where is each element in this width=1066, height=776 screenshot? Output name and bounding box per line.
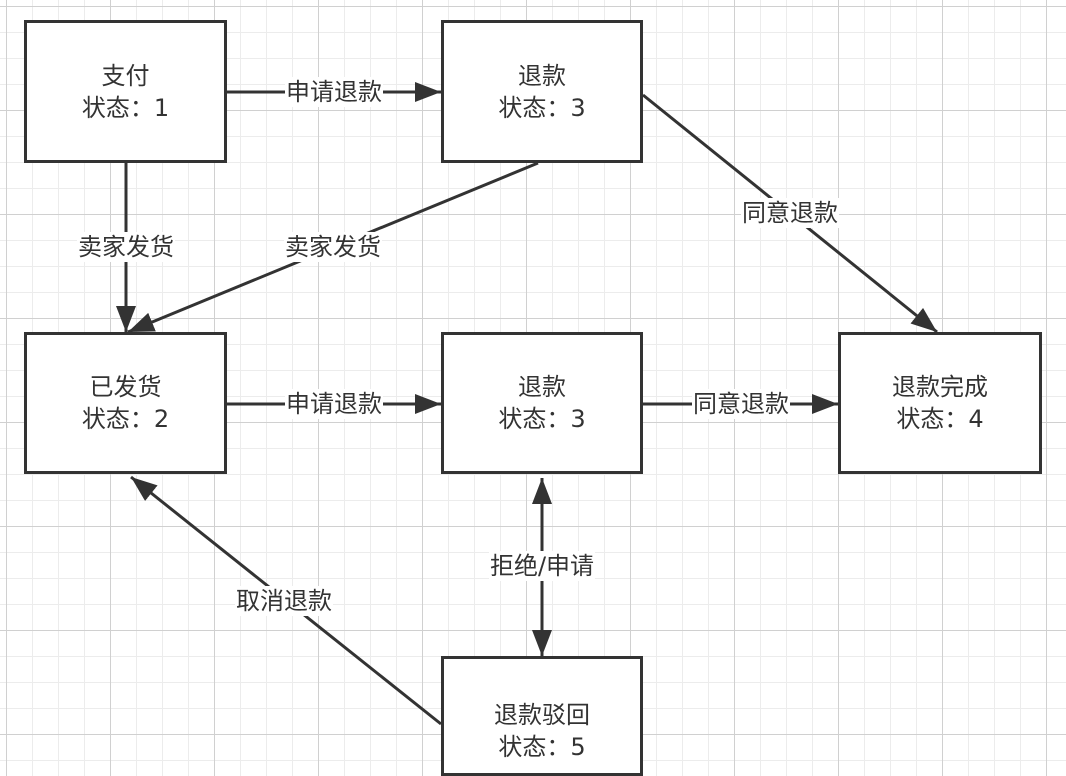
- node-shipped: 已发货 状态：2: [24, 332, 227, 474]
- node-status: 状态：4: [896, 405, 984, 433]
- node-status: 状态：3: [498, 93, 586, 122]
- edge-label-cancel-refund: 取消退款: [235, 586, 333, 616]
- node-title: 退款: [518, 61, 566, 90]
- edge-label-refund-to-done: 同意退款: [741, 198, 839, 228]
- node-status: 状态：3: [498, 405, 586, 433]
- node-status: 状态：2: [81, 405, 170, 433]
- node-title: 退款驳回: [494, 701, 590, 729]
- node-refund-rejected: 退款驳回 状态：5: [441, 656, 643, 776]
- node-title: 退款: [518, 373, 566, 401]
- node-title: 支付: [101, 61, 150, 90]
- edge-label-reject-apply: 拒绝/申请: [488, 551, 596, 581]
- node-refund-mid: 退款 状态：3: [441, 332, 643, 474]
- node-title: 退款完成: [892, 373, 988, 401]
- node-title: 已发货: [89, 373, 162, 401]
- node-status: 状态：1: [81, 93, 170, 122]
- edge-label-shipped-to-refund: 申请退款: [285, 389, 383, 419]
- node-status: 状态：5: [498, 733, 586, 761]
- node-refund-top: 退款 状态：3: [441, 20, 643, 163]
- edge-label-pay-to-refund: 申请退款: [285, 77, 383, 107]
- edge-label-refund-to-shipped: 卖家发货: [284, 232, 382, 262]
- edge-label-refund-mid-to-done: 同意退款: [692, 389, 790, 419]
- node-refund-done: 退款完成 状态：4: [838, 332, 1042, 474]
- edge-label-pay-to-shipped: 卖家发货: [77, 232, 175, 262]
- node-pay: 支付 状态：1: [24, 20, 227, 163]
